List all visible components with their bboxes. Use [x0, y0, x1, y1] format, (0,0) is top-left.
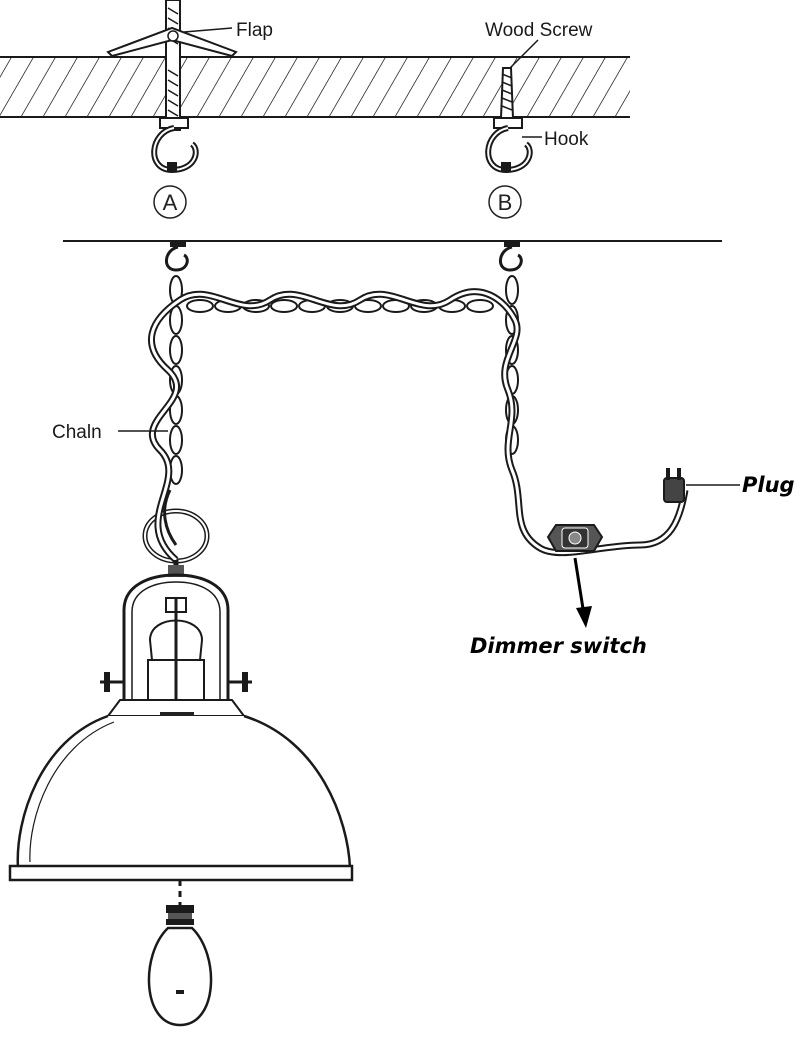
ceiling-hook-left-icon [165, 241, 189, 272]
dimmer-switch-icon [546, 524, 604, 552]
power-cord [148, 288, 689, 563]
ceiling-section [0, 56, 630, 118]
plug-icon [663, 468, 740, 503]
option-b-marker: B [488, 185, 522, 219]
flap-label: Flap [236, 20, 273, 41]
dimmer-switch-arrow [573, 557, 592, 628]
plug-label: Plug [742, 473, 795, 497]
hook-b-icon [485, 117, 542, 174]
chain-label: Chaln [52, 422, 102, 443]
hook-a-icon [151, 117, 199, 174]
option-a-marker: A [153, 185, 187, 219]
light-bulb-icon [147, 905, 213, 1027]
option-a-label: A [163, 190, 178, 215]
dimmer-switch-label: Dimmer switch [470, 634, 647, 658]
hook-label: Hook [544, 129, 589, 150]
option-b-label: B [498, 190, 513, 215]
lamp-fixture [8, 560, 354, 905]
wood-screw-icon [499, 39, 539, 119]
ceiling-hook-right-icon [499, 241, 523, 272]
chain [142, 275, 519, 564]
wood-screw-label: Wood Screw [485, 20, 593, 41]
